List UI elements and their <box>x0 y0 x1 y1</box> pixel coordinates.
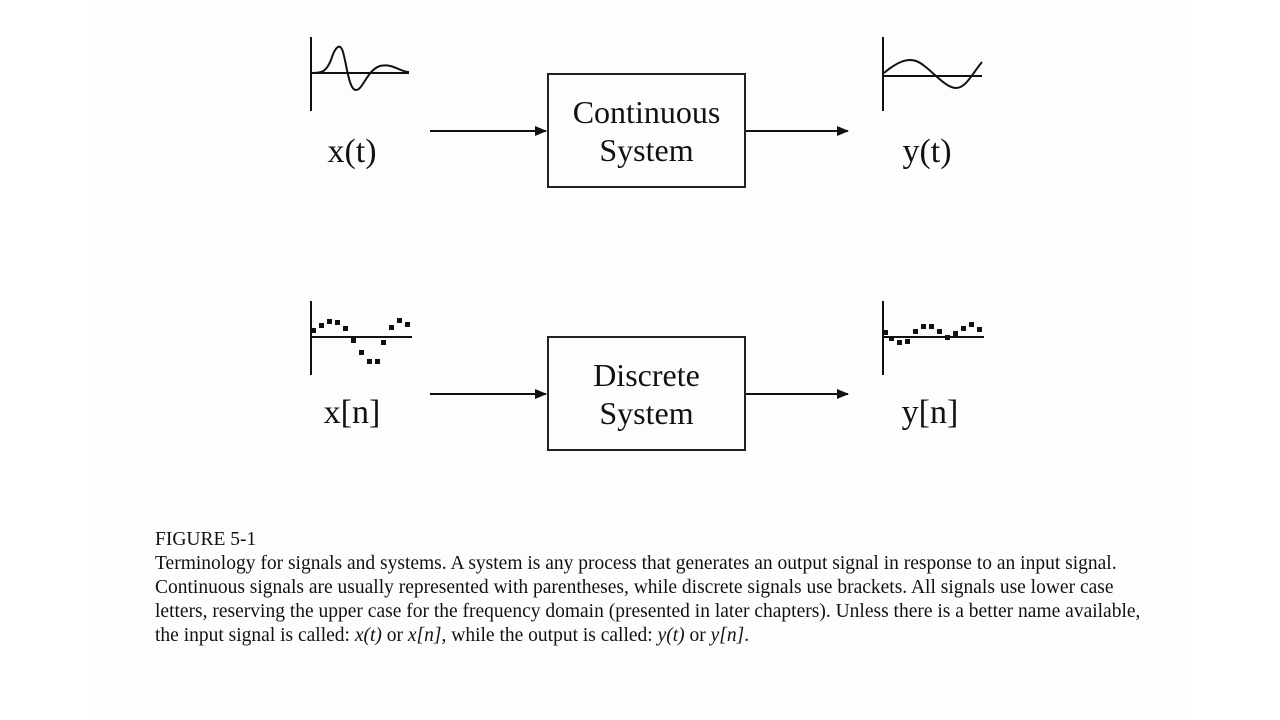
continuous-input-label: x(t) <box>327 133 377 170</box>
discrete-input-waveform <box>310 301 412 375</box>
caption-symbol-xn: x[n] <box>407 625 442 646</box>
discrete-input-label: x[n] <box>323 394 381 431</box>
figure-caption: FIGURE 5-1 Terminology for signals and s… <box>155 528 1145 648</box>
continuous-output-waveform <box>882 37 983 111</box>
caption-title: FIGURE 5-1 <box>155 529 257 550</box>
caption-symbol-xt: x(t) <box>354 625 382 646</box>
continuous-box-line1: Continuous <box>572 93 721 130</box>
discrete-input-samples <box>311 318 410 364</box>
discrete-output-label: y[n] <box>901 394 959 431</box>
continuous-input-waveform <box>310 37 410 111</box>
caption-or-1: or <box>381 625 408 646</box>
caption-body: Terminology for signals and systems. A s… <box>155 553 1141 646</box>
discrete-system-box: Discrete System <box>547 336 746 451</box>
caption-end: . <box>744 625 750 646</box>
discrete-box-line2: System <box>599 394 694 431</box>
discrete-output-waveform <box>882 301 984 375</box>
discrete-output-samples <box>883 322 982 345</box>
continuous-box-line2: System <box>599 131 694 168</box>
caption-mid: , while the output is called: <box>441 625 658 646</box>
caption-symbol-yn: y[n] <box>710 625 745 646</box>
caption-or-2: or <box>684 625 711 646</box>
discrete-box-line1: Discrete <box>593 356 700 393</box>
caption-symbol-yt: y(t) <box>657 625 685 646</box>
continuous-output-label: y(t) <box>902 133 952 170</box>
continuous-system-box: Continuous System <box>547 73 746 188</box>
